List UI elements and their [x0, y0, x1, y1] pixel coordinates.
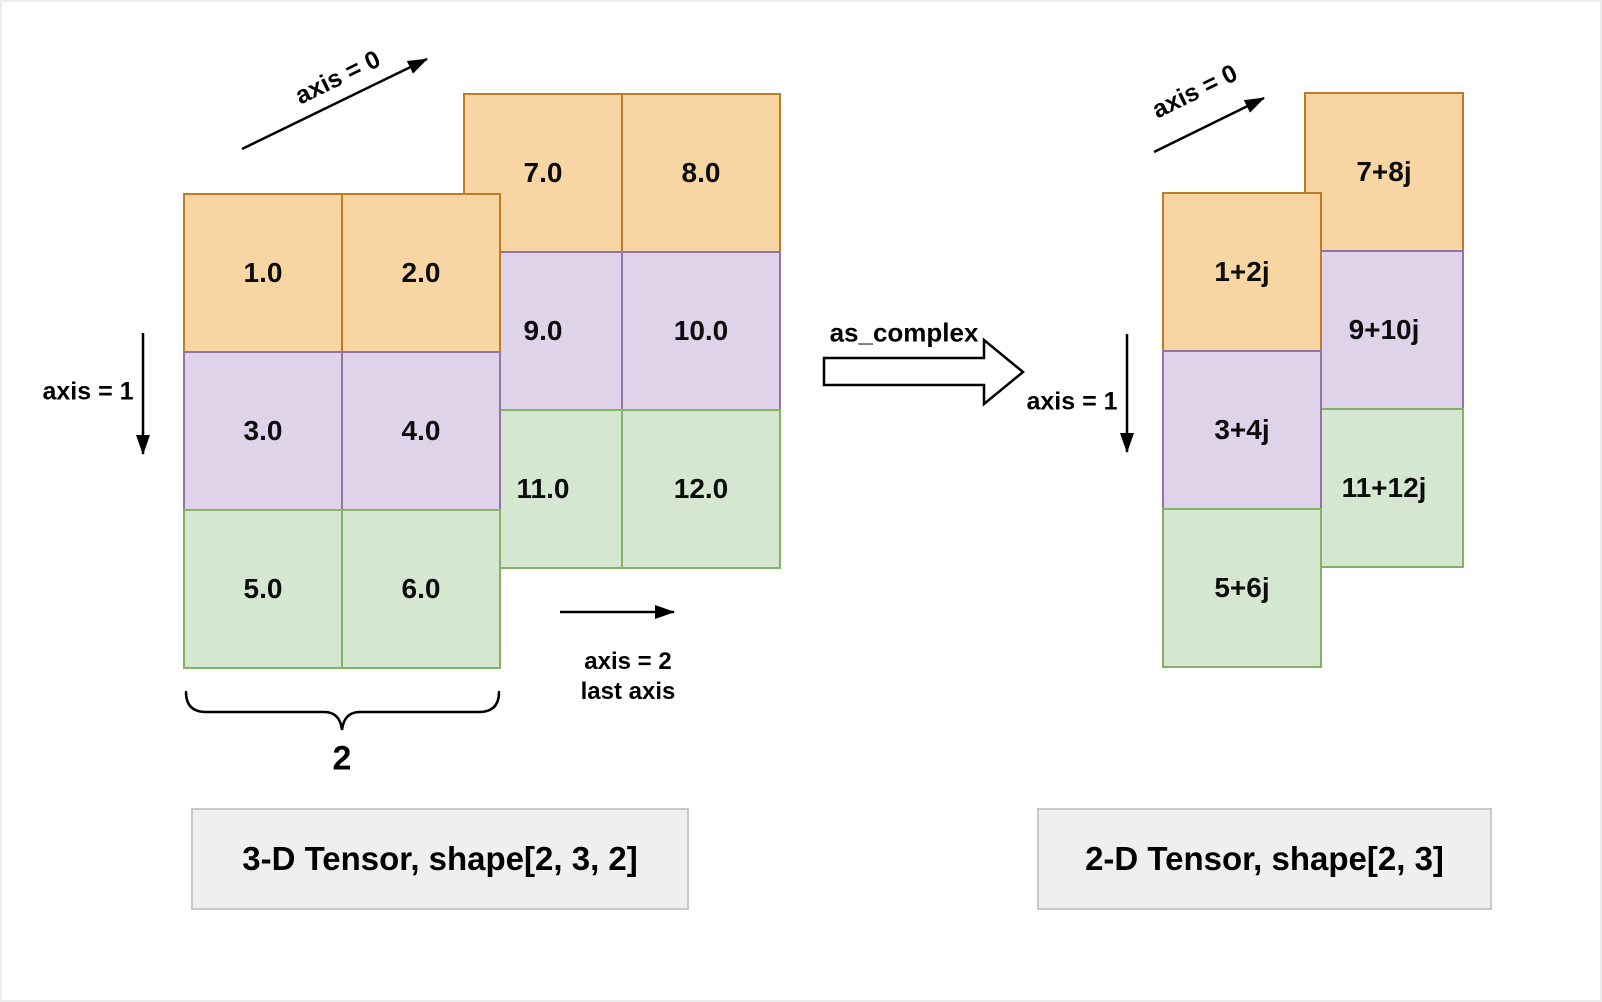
left-front-cell-3: 3.0 [183, 351, 343, 511]
left-back-cell-8: 8.0 [621, 93, 781, 253]
left-front-cell-4: 4.0 [341, 351, 501, 511]
dimension-brace [184, 690, 501, 731]
right-front-cell-3-4j: 3+4j [1162, 350, 1322, 510]
left-front-cell-1: 1.0 [183, 193, 343, 353]
left-axis0-label: axis = 0 [290, 45, 385, 111]
as-complex-label: as_complex [829, 317, 979, 348]
left-axis2-label: axis = 2 last axis [581, 647, 676, 707]
right-axis0-label: axis = 0 [1147, 59, 1242, 125]
right-front-cell-5-6j: 5+6j [1162, 508, 1322, 668]
left-axis2-label-line2: last axis [580, 678, 676, 705]
right-axis1-label: axis = 1 [1026, 387, 1118, 416]
as-complex-block-arrow [822, 337, 1025, 407]
left-back-cell-10: 10.0 [621, 251, 781, 411]
right-front-cell-1-2j: 1+2j [1162, 192, 1322, 352]
right-caption-box: 2-D Tensor, shape[2, 3] [1037, 808, 1492, 910]
right-back-cell-7-8j: 7+8j [1304, 92, 1464, 252]
right-back-cell-11-12j: 11+12j [1304, 408, 1464, 568]
left-front-cell-2: 2.0 [341, 193, 501, 353]
brace-count-label: 2 [332, 739, 352, 778]
left-caption-text: 3-D Tensor, shape[2, 3, 2] [242, 840, 638, 877]
left-axis1-label: axis = 1 [42, 377, 134, 406]
left-axis2-label-line1: axis = 2 [584, 648, 672, 675]
left-caption-box: 3-D Tensor, shape[2, 3, 2] [191, 808, 689, 910]
left-front-cell-6: 6.0 [341, 509, 501, 669]
left-front-cell-5: 5.0 [183, 509, 343, 669]
right-caption-text: 2-D Tensor, shape[2, 3] [1085, 840, 1444, 877]
right-back-cell-9-10j: 9+10j [1304, 250, 1464, 410]
left-back-cell-12: 12.0 [621, 409, 781, 569]
